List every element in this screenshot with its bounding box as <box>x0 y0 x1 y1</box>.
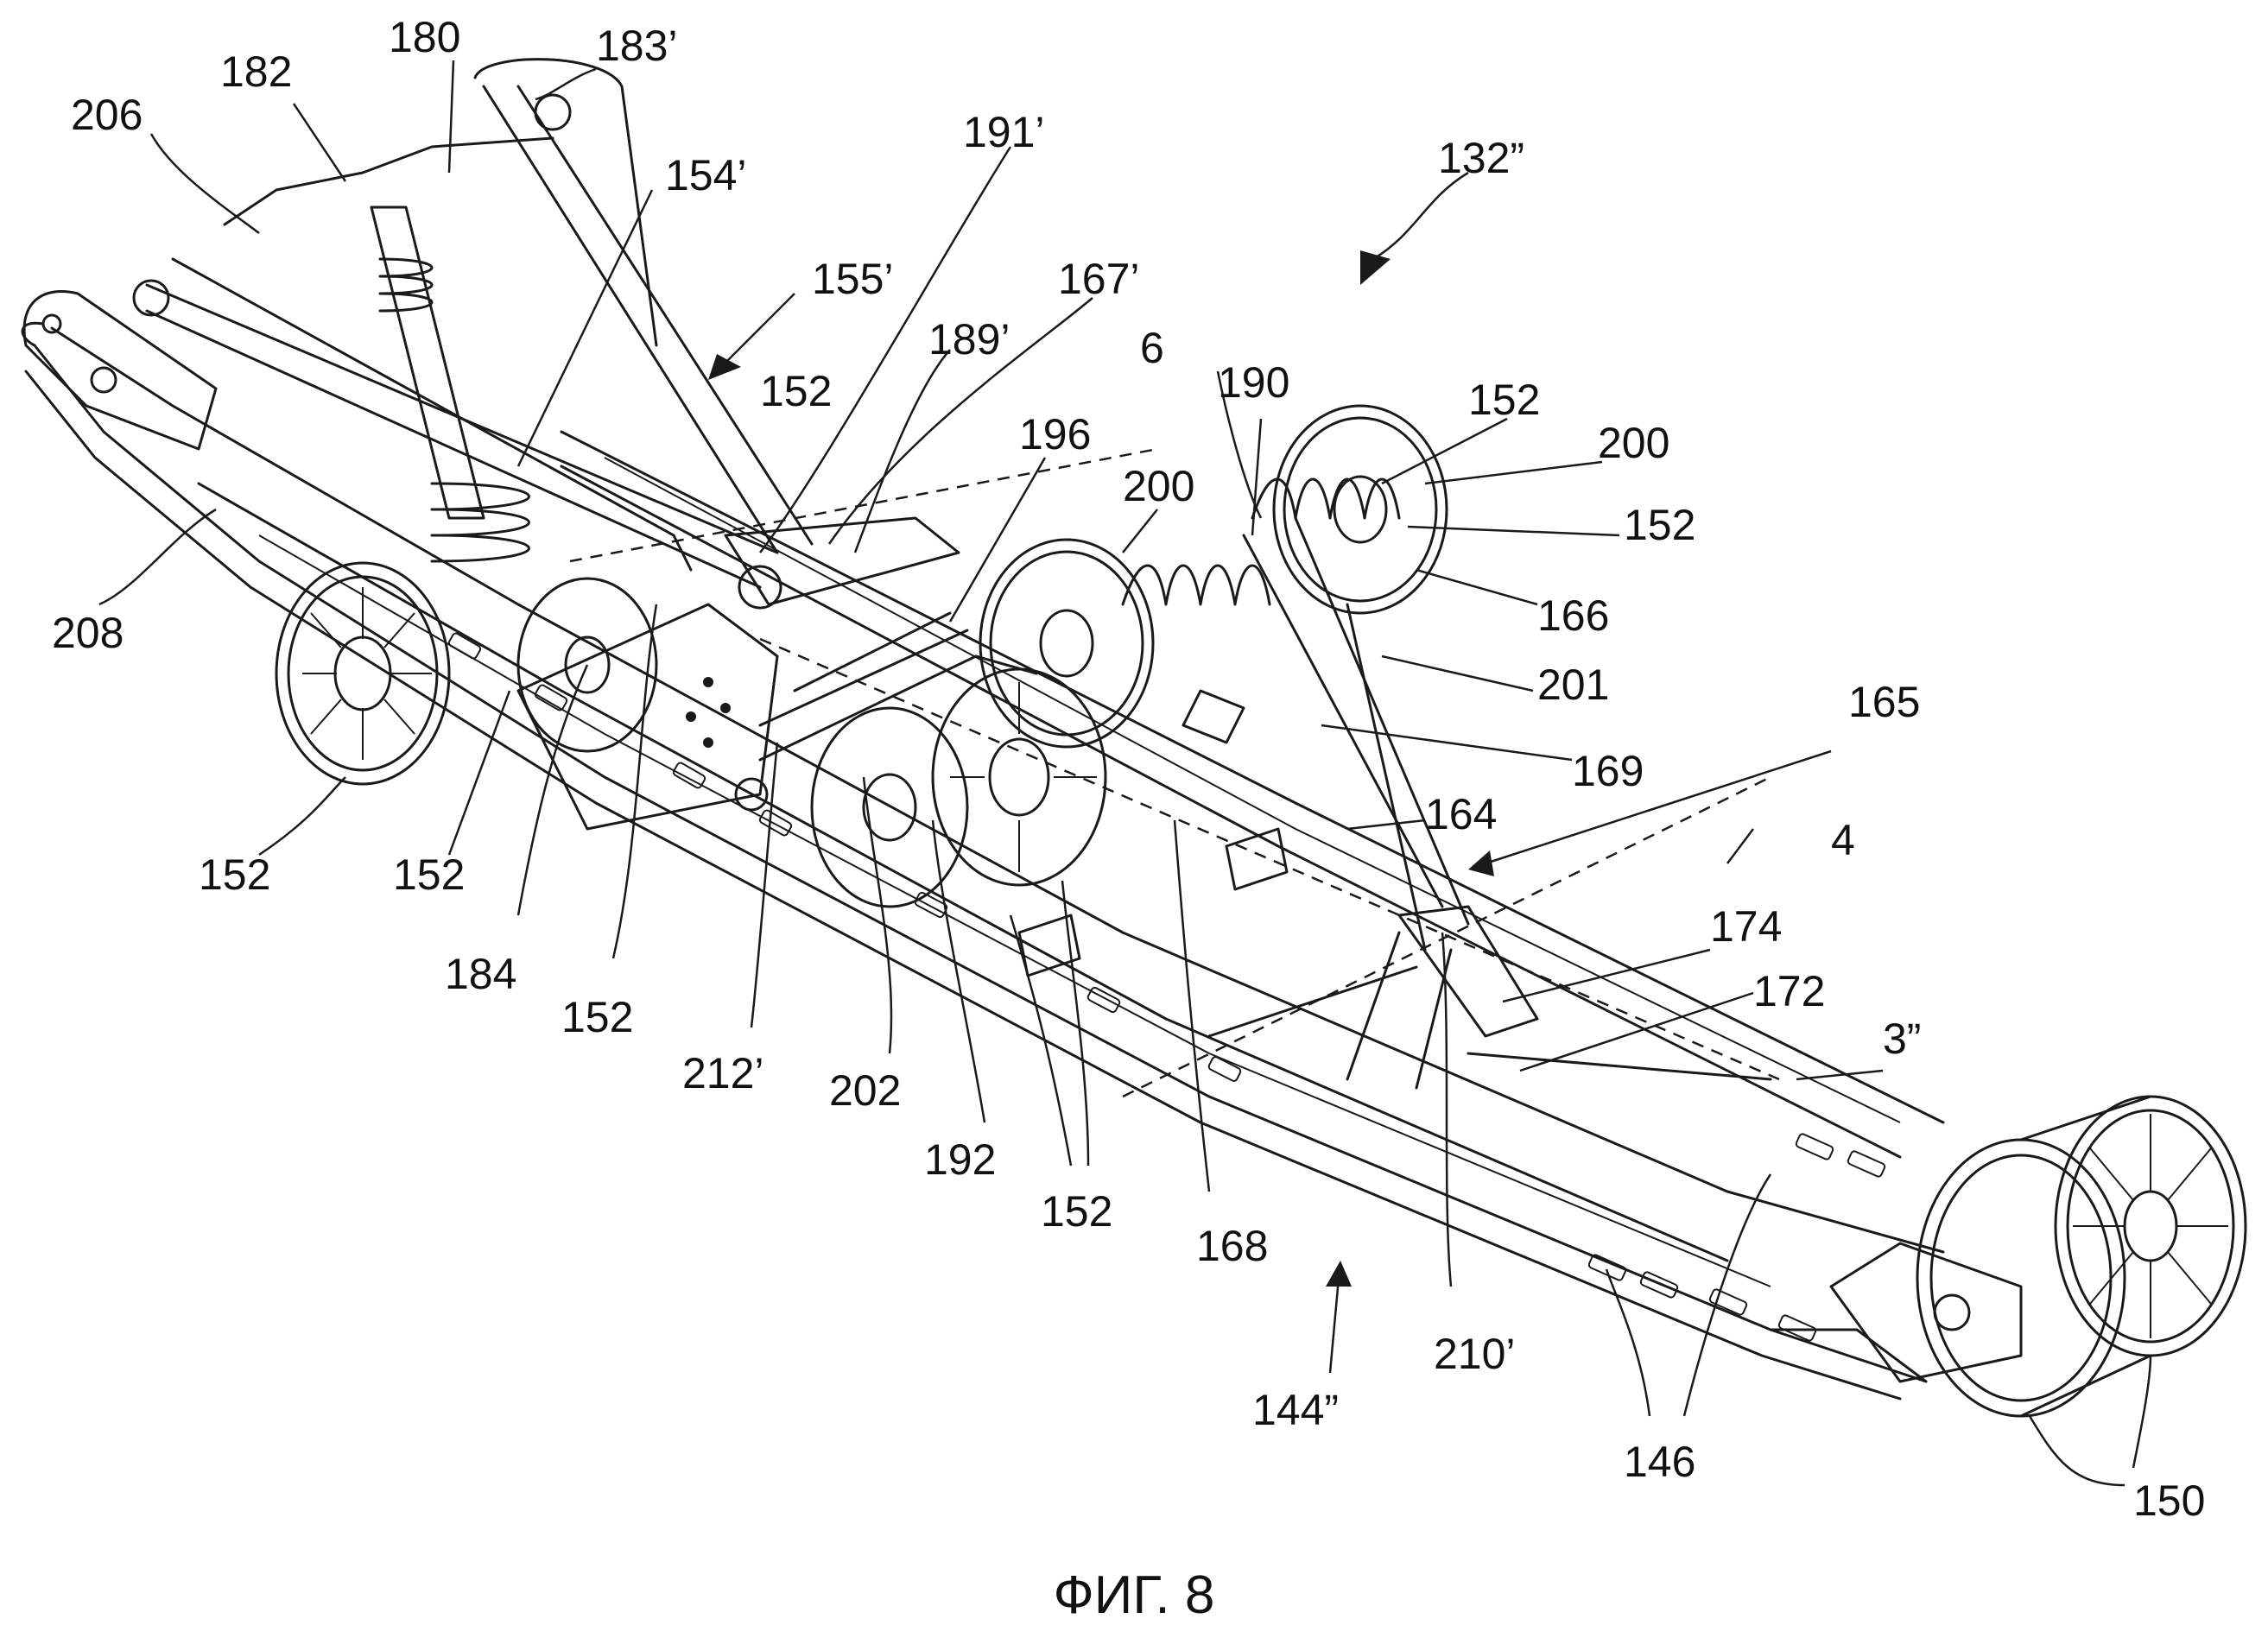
rail-front-tip <box>22 290 218 451</box>
label-184: 184 <box>445 950 516 998</box>
label-152-e: 152 <box>393 850 465 899</box>
label-154-prime: 154’ <box>665 151 747 199</box>
label-167-prime: 167’ <box>1058 255 1140 303</box>
rear-arm <box>1182 516 1772 1090</box>
label-132-double-prime: 132” <box>1438 134 1524 182</box>
torsion-springs <box>1121 477 1401 606</box>
front-idler-wheel <box>275 561 451 786</box>
shock-absorber <box>370 205 530 563</box>
label-150: 150 <box>2133 1476 2205 1525</box>
label-189-prime: 189’ <box>928 315 1010 364</box>
label-206: 206 <box>71 91 143 139</box>
label-202: 202 <box>829 1066 901 1115</box>
label-152-b: 152 <box>1468 376 1540 424</box>
label-168: 168 <box>1196 1222 1268 1270</box>
upper-arms <box>132 58 814 589</box>
label-183-prime: 183’ <box>596 22 678 70</box>
slide-rail <box>21 321 1945 1401</box>
label-174: 174 <box>1710 902 1782 951</box>
leader-lines <box>98 60 2152 1487</box>
label-152-a: 152 <box>760 367 832 415</box>
label-190: 190 <box>1218 358 1289 407</box>
upper-wheels <box>979 404 1448 749</box>
label-182: 182 <box>220 47 292 96</box>
label-152-f: 152 <box>561 993 633 1041</box>
label-144-double-prime: 144” <box>1252 1386 1339 1434</box>
reference-axes <box>569 447 1780 1098</box>
label-164: 164 <box>1425 790 1497 838</box>
label-146: 146 <box>1624 1438 1695 1486</box>
label-152-d: 152 <box>199 850 270 899</box>
label-200-a: 200 <box>1123 462 1194 510</box>
label-152-g: 152 <box>1041 1187 1112 1236</box>
figure-caption: ФИГ. 8 <box>1054 1565 1215 1625</box>
label-208: 208 <box>52 609 124 657</box>
label-192: 192 <box>924 1135 996 1184</box>
label-201: 201 <box>1537 661 1609 709</box>
label-166: 166 <box>1537 591 1609 640</box>
rear-plate <box>1829 1242 2023 1383</box>
rail-slots <box>447 632 1886 1342</box>
label-155-prime: 155’ <box>812 255 894 303</box>
label-4: 4 <box>1831 816 1855 864</box>
direction-arrows <box>708 171 1832 1374</box>
label-210-prime: 210’ <box>1434 1330 1516 1378</box>
middle-wheels <box>810 667 1107 908</box>
label-191-prime: 191’ <box>963 108 1045 156</box>
wheel-184 <box>516 577 658 753</box>
pivot-tubes <box>724 516 960 692</box>
front-swing-arm <box>516 603 1038 831</box>
label-169: 169 <box>1572 747 1644 795</box>
label-172: 172 <box>1753 967 1825 1015</box>
label-3-double-prime: 3” <box>1883 1015 1921 1063</box>
label-212-prime: 212’ <box>682 1049 764 1097</box>
label-196: 196 <box>1019 410 1091 458</box>
label-200-b: 200 <box>1598 419 1669 467</box>
reference-labels: 206 182 180 183’ 154’ 191’ 155’ 167’ 189… <box>52 13 2205 1525</box>
label-165: 165 <box>1848 678 1920 726</box>
label-6: 6 <box>1140 324 1164 372</box>
label-152-c: 152 <box>1624 501 1695 549</box>
label-180: 180 <box>389 13 460 61</box>
rail-clamps <box>1017 827 1289 977</box>
